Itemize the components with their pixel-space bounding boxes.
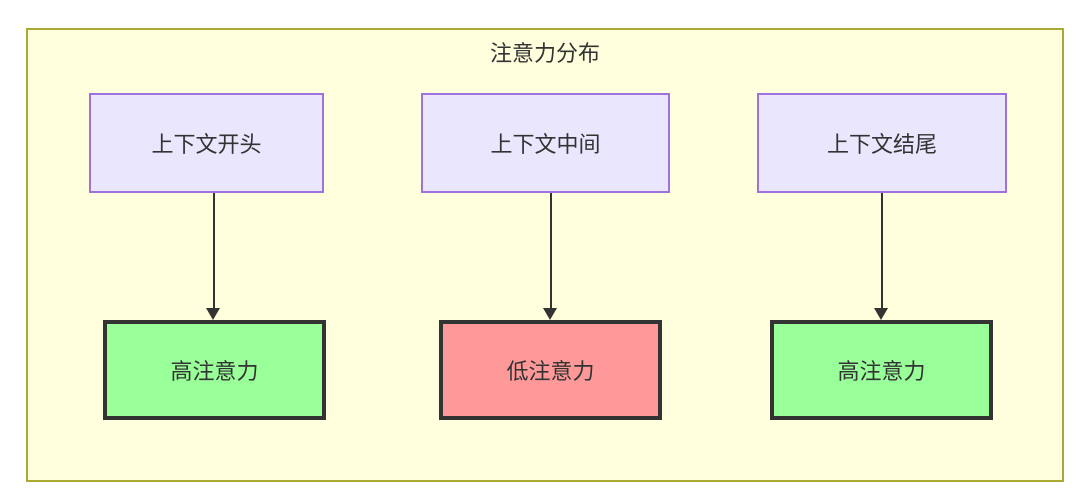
node-attention-start[interactable]: 高注意力 (103, 320, 326, 420)
node-label: 高注意力 (837, 359, 926, 384)
edge-line-middle (550, 193, 552, 308)
edge-line-start (213, 193, 215, 308)
node-label: 上下文结尾 (826, 132, 937, 157)
node-label: 高注意力 (170, 359, 259, 384)
node-context-end[interactable]: 上下文结尾 (757, 93, 1007, 193)
node-label: 低注意力 (506, 359, 595, 384)
edge-arrowhead-start (206, 308, 220, 320)
node-attention-middle[interactable]: 低注意力 (439, 320, 662, 420)
node-label: 上下文开头 (151, 132, 262, 157)
node-context-middle[interactable]: 上下文中间 (421, 93, 670, 193)
attention-distribution-subgraph: 注意力分布 上下文开头 上下文中间 上下文结尾 高注意力 低注意力 高注意力 (26, 28, 1064, 482)
edge-arrowhead-end (874, 308, 888, 320)
edge-line-end (881, 193, 883, 308)
edge-arrowhead-middle (543, 308, 557, 320)
node-context-start[interactable]: 上下文开头 (89, 93, 324, 193)
node-label: 上下文中间 (490, 132, 601, 157)
subgraph-title: 注意力分布 (489, 41, 600, 66)
node-attention-end[interactable]: 高注意力 (770, 320, 993, 420)
